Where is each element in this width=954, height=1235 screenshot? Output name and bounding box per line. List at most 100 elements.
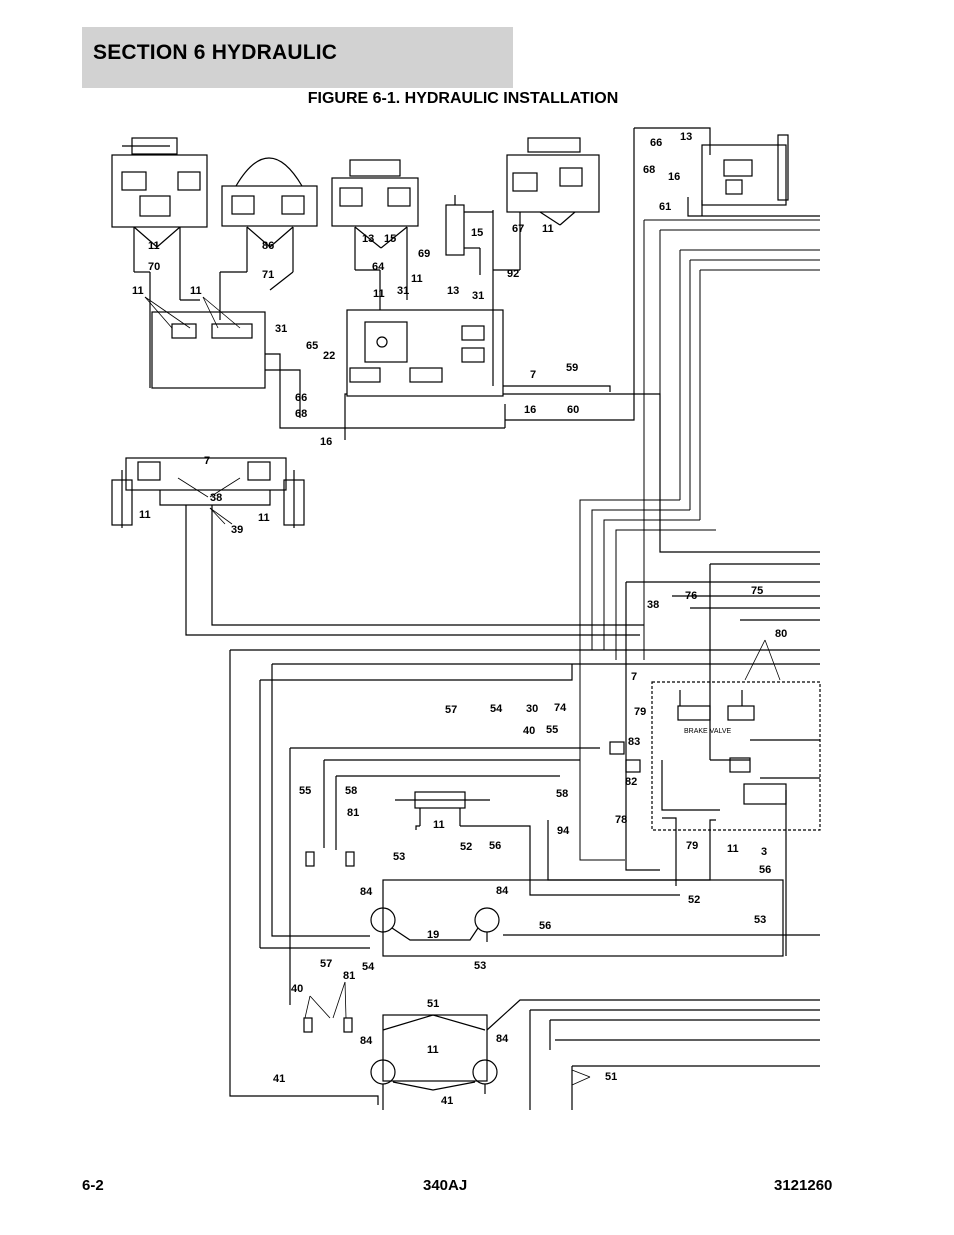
- callout-label: 51: [427, 998, 439, 1010]
- callout-label: 11: [411, 273, 423, 285]
- drive-motors-upper: [370, 790, 820, 957]
- callout-label: 54: [362, 961, 375, 973]
- callout-label: 58: [556, 788, 568, 800]
- callout-label: 78: [615, 814, 627, 826]
- callout-label: 92: [507, 268, 519, 280]
- cylinder-block-jib: [219, 157, 318, 320]
- solenoid-valves: [303, 851, 355, 1033]
- callout-label: 16: [524, 404, 536, 416]
- callout-label: 11: [373, 288, 385, 300]
- hose-bundle-right: [579, 219, 820, 861]
- callout-label: 11: [258, 512, 270, 524]
- page-number: 6-2: [82, 1177, 104, 1194]
- callout-label: 19: [427, 929, 439, 941]
- callout-label: 39: [231, 524, 243, 536]
- callout-label: 69: [418, 248, 430, 260]
- callout-label: 76: [685, 590, 697, 602]
- callout-label: 84: [360, 886, 373, 898]
- callout-label: 57: [445, 704, 457, 716]
- callout-label: 15: [384, 233, 396, 245]
- callout-label: 40: [291, 983, 303, 995]
- callout-label: 11: [727, 843, 739, 855]
- callout-label: 79: [686, 840, 698, 852]
- callout-label: 54: [490, 703, 503, 715]
- leader-lines: [144, 296, 781, 1086]
- control-valve-block-left: [149, 311, 505, 429]
- callout-label: 13: [680, 131, 692, 143]
- section-title: SECTION 6 HYDRAULIC: [93, 41, 338, 64]
- lift-cylinder-pair: [111, 457, 644, 636]
- callout-label: 38: [210, 492, 222, 504]
- cylinder-block-telescope: [331, 159, 419, 310]
- callout-label: 71: [262, 269, 274, 281]
- callout-label: 7: [631, 671, 637, 683]
- callout-label: 31: [397, 285, 409, 297]
- callout-label: 66: [650, 137, 662, 149]
- cylinder-block-upper-left: [111, 137, 208, 330]
- drive-motors-lower: [370, 999, 820, 1110]
- main-pressure-lines: [229, 649, 820, 1105]
- brake-valve-label: BRAKE VALVE: [684, 728, 732, 735]
- callout-label: 68: [643, 164, 655, 176]
- callout-label: 70: [148, 261, 160, 273]
- model-number: 340AJ: [423, 1177, 468, 1194]
- callout-label: 38: [647, 599, 659, 611]
- cylinder-block-rotator: [492, 137, 600, 386]
- callout-label: 53: [754, 914, 766, 926]
- callout-label: 22: [323, 350, 335, 362]
- callout-labels: 66 13 68 16 61 11 15 13 67 11 86 15 69 6…: [132, 131, 787, 1107]
- callout-label: 30: [526, 703, 538, 715]
- callout-label: 83: [628, 736, 640, 748]
- callout-label: 81: [347, 807, 359, 819]
- callout-label: 40: [523, 725, 535, 737]
- callout-label: 81: [343, 970, 355, 982]
- callout-label: 84: [496, 1033, 509, 1045]
- callout-label: 82: [625, 776, 637, 788]
- callout-label: 16: [320, 436, 332, 448]
- figure-title: FIGURE 6-1. HYDRAULIC INSTALLATION: [0, 90, 954, 108]
- callout-label: 11: [139, 509, 151, 521]
- callout-label: 56: [539, 920, 551, 932]
- callout-label: 75: [751, 585, 763, 597]
- callout-label: 51: [605, 1071, 617, 1083]
- callout-label: 52: [688, 894, 700, 906]
- control-valve-block-center: [344, 309, 820, 553]
- callout-label: 86: [262, 240, 274, 252]
- callout-label: 68: [295, 408, 307, 420]
- callout-label: 61: [659, 201, 671, 213]
- callout-label: 67: [512, 223, 524, 235]
- callout-label: 11: [542, 223, 554, 235]
- callout-label: 11: [132, 285, 144, 297]
- callout-label: 55: [299, 785, 311, 797]
- callout-label: 53: [393, 851, 405, 863]
- callout-label: 58: [345, 785, 357, 797]
- callout-label: 13: [447, 285, 459, 297]
- callout-label: 53: [474, 960, 486, 972]
- callout-label: 65: [306, 340, 318, 352]
- callout-label: 7: [204, 455, 210, 467]
- callout-label: 80: [775, 628, 787, 640]
- callout-label: 59: [566, 362, 578, 374]
- section-header-band: [82, 27, 513, 88]
- callout-label: 15: [471, 227, 483, 239]
- callout-label: 57: [320, 958, 332, 970]
- callout-label: 3: [761, 846, 767, 858]
- callout-label: 7: [530, 369, 536, 381]
- document-number: 3121260: [774, 1177, 833, 1194]
- callout-label: 41: [273, 1073, 285, 1085]
- callout-label: 13: [362, 233, 374, 245]
- valve-block-upper-right: [505, 127, 820, 421]
- callout-label: 74: [554, 702, 567, 714]
- callout-label: 11: [190, 285, 202, 297]
- figure-title-text: FIGURE 6-1. HYDRAULIC INSTALLATION: [307, 90, 619, 107]
- callout-label: 11: [148, 240, 160, 252]
- callout-label: 84: [360, 1035, 373, 1047]
- callout-label: 11: [427, 1044, 439, 1056]
- callout-label: 56: [759, 864, 771, 876]
- brake-valve-area: [609, 563, 821, 871]
- callout-label: 31: [472, 290, 484, 302]
- callout-label: 31: [275, 323, 287, 335]
- callout-label: 52: [460, 841, 472, 853]
- callout-label: 41: [441, 1095, 453, 1107]
- callout-label: 56: [489, 840, 501, 852]
